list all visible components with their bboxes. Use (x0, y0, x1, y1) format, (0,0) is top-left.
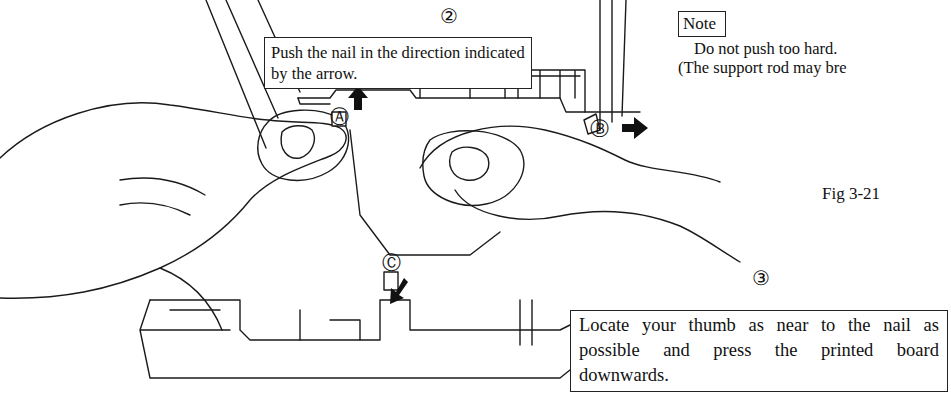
box-text: Locate your thumb as near to the nail as… (579, 313, 939, 388)
instruction-box: Push the nail in the direction indicated… (264, 37, 532, 89)
thumb (423, 131, 524, 206)
thumbnail (450, 147, 489, 180)
hand-outline (420, 126, 740, 262)
position-marker: Ⓐ (330, 104, 349, 130)
printed-board (298, 90, 640, 112)
direction-arrow (622, 117, 648, 139)
box-text: Note (683, 13, 721, 35)
note-box: Note (678, 11, 726, 37)
position-marker: Ⓑ (590, 116, 609, 142)
chassis (520, 300, 532, 345)
note-text: (The support rod may bre (678, 58, 847, 78)
direction-arrow (348, 86, 368, 110)
callout-number: ③ (752, 266, 770, 290)
chassis (150, 300, 580, 340)
note-text: Do not push too hard. (694, 39, 837, 59)
instruction-box: Locate your thumb as near to the nail as… (570, 310, 948, 392)
direction-arrow (390, 278, 408, 304)
chassis (140, 300, 570, 378)
figure-number: Fig 3-21 (822, 184, 880, 204)
hand-crease (120, 178, 205, 195)
box-text: Push the nail in the direction indicated… (271, 42, 525, 84)
hand-outline (0, 103, 346, 298)
nail (384, 272, 398, 290)
callout-number: ② (440, 4, 458, 28)
hand-outline (160, 268, 222, 330)
panel-edge (600, 0, 626, 130)
hand-crease (120, 203, 190, 215)
thumbnail (281, 126, 314, 159)
printed-board (298, 98, 330, 104)
chassis (170, 310, 360, 340)
position-marker: Ⓒ (382, 250, 401, 276)
